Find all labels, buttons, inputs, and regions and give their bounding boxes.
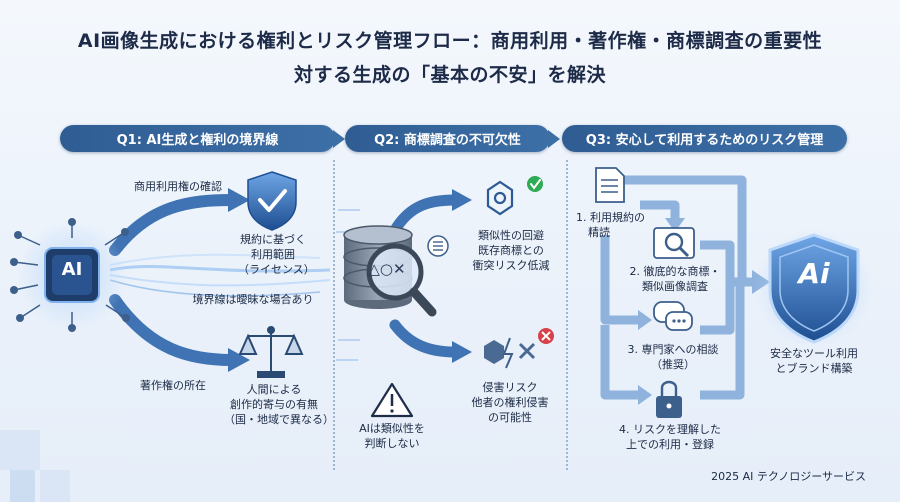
boundary-label: 境界線は曖昧な場合あり xyxy=(192,293,314,306)
arrowhead-license xyxy=(228,188,250,212)
section-arrow-2 xyxy=(548,130,560,148)
footer-credit: 2025 AI テクノロジーサービス xyxy=(711,470,866,483)
list-bubble-icon xyxy=(427,235,449,257)
similarity-check-icon xyxy=(486,176,543,216)
safe-usage-label: 安全なツール利用 とブランド構築 xyxy=(770,347,858,375)
flow-streaks xyxy=(109,253,331,297)
conflict-icon xyxy=(484,328,554,369)
ai-no-judge-label: AIは類似性を 判断しない xyxy=(359,422,425,450)
lock-icon xyxy=(656,380,682,418)
scales-icon xyxy=(238,326,304,378)
divider-q1-q2 xyxy=(333,160,335,470)
chat-bubbles-icon xyxy=(653,301,693,331)
document-icon xyxy=(595,167,625,203)
copyright-label: 著作権の所在 xyxy=(140,379,206,392)
database-search-icon xyxy=(343,225,437,317)
commercial-use-label: 商用利用権の確認 xyxy=(134,180,222,193)
shield-check-icon xyxy=(247,171,297,231)
license-scope-label: 規約に基づく 利用範囲 （ライセンス） xyxy=(238,233,315,276)
arrow-to-infringe xyxy=(389,319,461,358)
section-q3-header: Q3: 安心して利用するためのリスク管理 xyxy=(562,125,847,152)
arrow-to-license xyxy=(109,194,238,256)
arrowhead-infringe xyxy=(452,341,472,363)
ai-shield-text: Ai xyxy=(798,257,830,290)
page-title: AI画像生成における権利とリスク管理フロー：商用利用・著作権・商標調査の重要性 xyxy=(77,30,823,52)
ai-chip-text: AI xyxy=(61,259,83,280)
page-subtitle: 対する生成の「基本の不安」を解決 xyxy=(293,64,606,86)
section-q2-header: Q2: 商標調査の不可欠性 xyxy=(345,125,550,152)
arrow-to-similarity xyxy=(389,194,461,236)
infringement-risk-label: 侵害リスク 他者の権利侵害 の可能性 xyxy=(471,381,549,424)
decorative-squares xyxy=(0,430,70,502)
step4-label: 4. リスクを理解した 上での利用・登録 xyxy=(619,423,721,451)
step3-label: 3. 専門家への相談 （推奨） xyxy=(627,343,719,371)
human-contribution-label: 人間による 創作的寄与の有無 （国・地域で異なる） xyxy=(224,383,334,426)
magnifier-screen-icon xyxy=(653,227,695,259)
ai-shield-icon xyxy=(754,228,874,348)
arrowhead-similarity xyxy=(452,189,472,211)
section-arrow-1 xyxy=(333,130,345,148)
divider-q2-q3 xyxy=(566,160,568,470)
similarity-avoid-label: 類似性の回避 既存商標との 衝突リスク低減 xyxy=(472,229,550,272)
arrowhead-human xyxy=(228,348,250,372)
section-q1-header: Q1: AI生成と権利の境界線 xyxy=(60,125,335,152)
step1-label: 1. 利用規約の 精読 xyxy=(576,211,645,239)
database-symbols: △○✕ xyxy=(368,260,406,278)
q3-flow-lines xyxy=(600,175,755,400)
arrow-to-human xyxy=(109,294,238,366)
warning-icon xyxy=(370,382,414,418)
ai-chip-icon xyxy=(10,218,130,332)
step2-label: 2. 徹底的な商標・ 類似画像調査 xyxy=(629,265,721,293)
